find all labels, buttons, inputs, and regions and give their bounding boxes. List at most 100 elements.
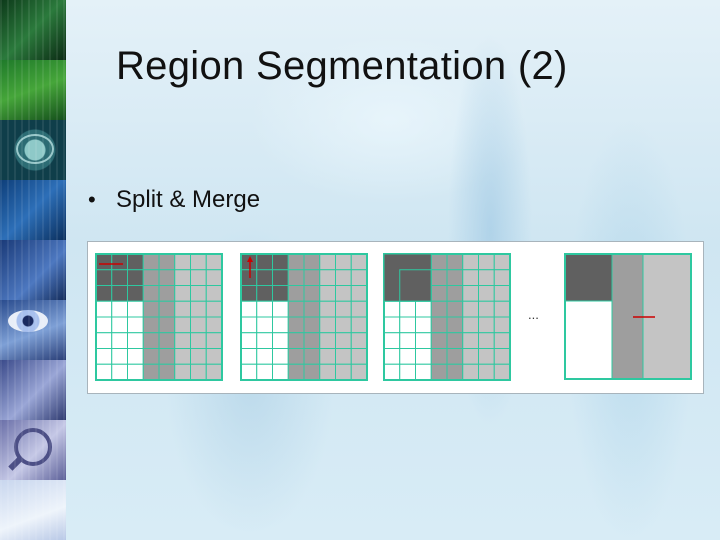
grid-cell (205, 363, 223, 381)
grid-cell (383, 348, 401, 365)
grid-cell (158, 253, 176, 271)
grid-cell (256, 332, 273, 349)
grid-cell (158, 285, 176, 302)
grid-cell (287, 363, 305, 381)
grid-cell (158, 348, 176, 365)
grid-cell (462, 332, 479, 349)
grid-cell (430, 363, 448, 381)
grid-cell (190, 332, 207, 349)
grid-cell (462, 316, 479, 334)
grid-cell (127, 348, 144, 365)
grid-cell (174, 332, 191, 349)
grid-cell (256, 269, 273, 286)
grid-cell (272, 253, 289, 271)
grid-cell (446, 332, 464, 349)
grid-cell (142, 316, 160, 334)
grid-cell (399, 300, 416, 318)
grid-cell (478, 348, 495, 365)
grid-panel-split-step-2 (240, 253, 368, 381)
grid-cell (205, 285, 223, 302)
microchip-image (0, 240, 66, 300)
grid-cell (95, 348, 113, 365)
grid-cell (256, 363, 273, 381)
grid-cell (478, 253, 495, 271)
grid-cell (142, 253, 160, 271)
grid-cell (493, 316, 511, 334)
split-merge-diagram (95, 253, 692, 381)
grid-cell (240, 348, 258, 365)
grid-cell (190, 285, 207, 302)
grid-cell (462, 348, 479, 365)
circuit-board-image (0, 60, 66, 120)
grid-cell (350, 316, 368, 334)
grid-cell (256, 348, 273, 365)
grid-cell (190, 316, 207, 334)
grid-cell (205, 348, 223, 365)
grid-cell (111, 285, 128, 302)
grid-cell (335, 269, 352, 286)
grid-cell (430, 253, 448, 271)
grid-cell (399, 316, 416, 334)
grid-cell (493, 332, 511, 349)
grid-cell (303, 332, 321, 349)
grid-cell (111, 332, 128, 349)
grid-cell (287, 300, 305, 318)
grid-cell (335, 253, 352, 271)
ellipsis-label: ... (528, 307, 539, 322)
grid-cell (335, 363, 352, 381)
grid-cell (319, 316, 336, 334)
grid-cell (493, 285, 511, 302)
grid-cell (272, 269, 289, 286)
camera-image (0, 360, 66, 420)
grid-cell (462, 285, 479, 302)
grid-cell (493, 300, 511, 318)
grid-cell (303, 348, 321, 365)
grid-cell (335, 316, 352, 334)
grid-cell (240, 285, 258, 302)
magnifier-image (0, 420, 66, 480)
grid-cell (446, 300, 464, 318)
grid-cell (240, 300, 258, 318)
grid-cell (240, 316, 258, 334)
grid-cell (95, 300, 113, 318)
grid-cell (415, 332, 432, 349)
grid-cell (111, 300, 128, 318)
grid-panel-split-step-1 (95, 253, 223, 381)
grid-cell (205, 253, 223, 271)
grid-cell (272, 285, 289, 302)
grid-cell (446, 253, 464, 271)
grid-cell (272, 332, 289, 349)
grid-cell (303, 285, 321, 302)
grid-cell (272, 363, 289, 381)
bullet-item: • Split & Merge (88, 186, 260, 214)
grid-cell (462, 269, 479, 286)
grid-cell (478, 300, 495, 318)
grid-cell (272, 316, 289, 334)
grid-cell (127, 316, 144, 334)
grid-cell (335, 332, 352, 349)
grid-cell (158, 269, 176, 286)
grid-cell (287, 348, 305, 365)
grid-cell (478, 363, 495, 381)
grid-cell (240, 332, 258, 349)
grid-cell (287, 316, 305, 334)
grid-cell (303, 363, 321, 381)
grid-cell (174, 253, 191, 271)
grid-cell (127, 285, 144, 302)
grid-cell (158, 316, 176, 334)
grid-cell (240, 269, 258, 286)
grid-cell (430, 300, 448, 318)
grid-cell (158, 300, 176, 318)
grid-cell (111, 253, 128, 271)
grid-cell (430, 269, 448, 286)
grid-cell (190, 363, 207, 381)
grid-cell (205, 300, 223, 318)
grid-cell (111, 363, 128, 381)
grid-cell (95, 253, 113, 271)
grid-cell (383, 316, 401, 334)
light-pattern-image (0, 480, 66, 540)
grid-cell (493, 269, 511, 286)
grid-cell (95, 363, 113, 381)
grid-cell (446, 363, 464, 381)
grid-cell (478, 285, 495, 302)
